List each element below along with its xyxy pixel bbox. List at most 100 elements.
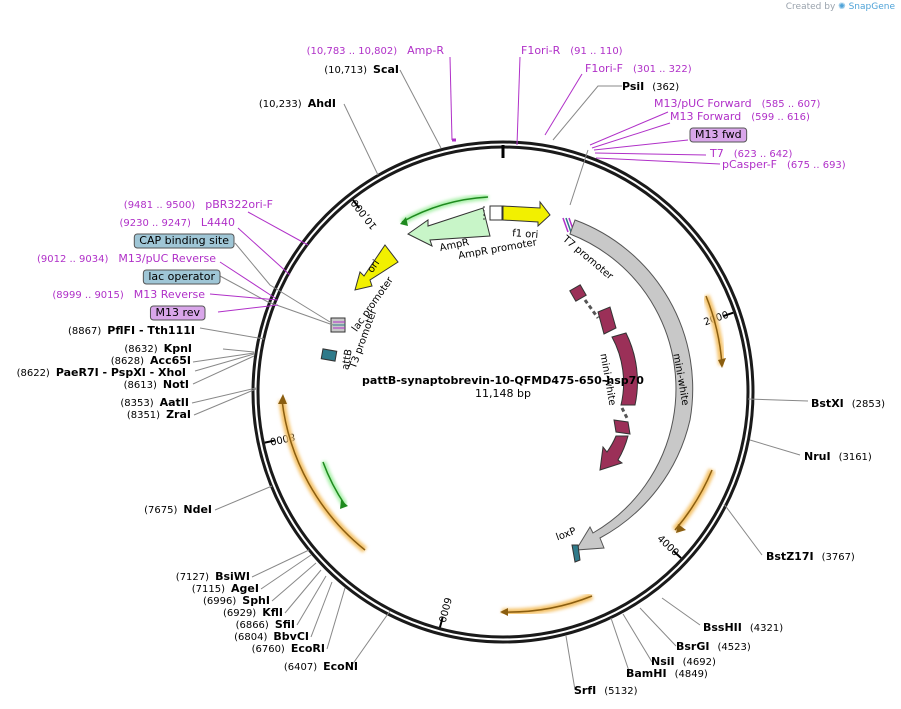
enzyme-left-13[interactable]: KflI(6929) bbox=[223, 606, 283, 619]
primer-left-4[interactable]: M13 Reverse(8999 .. 9015) bbox=[52, 288, 205, 301]
enzyme-position: (8351) bbox=[127, 410, 160, 421]
boxed-feature-0[interactable]: CAP binding site bbox=[133, 233, 235, 249]
plasmid-length: 11,148 bp bbox=[475, 387, 531, 400]
enzyme-position: (7115) bbox=[192, 584, 225, 595]
enzyme-right-0[interactable]: PsiI(362) bbox=[622, 80, 679, 93]
enzyme-left-11[interactable]: AgeI(7115) bbox=[192, 582, 259, 595]
primer-name: L4440 bbox=[201, 216, 235, 229]
primer-left-3[interactable]: M13/pUC Reverse(9012 .. 9034) bbox=[37, 252, 216, 265]
ampr-feature[interactable] bbox=[407, 207, 491, 247]
primer-name: T7 bbox=[709, 147, 724, 160]
primer-left-2[interactable]: L4440 (9230 .. 9247) bbox=[119, 216, 235, 229]
primer-range: (599 .. 616) bbox=[751, 112, 810, 123]
loxp-feature[interactable] bbox=[571, 544, 581, 563]
primer-range: (10,783 .. 10,802) bbox=[307, 46, 398, 57]
enzyme-left-5[interactable]: PaeR7I - PspXI - XhoI(8622) bbox=[17, 366, 186, 379]
primer-right-2[interactable]: M13/pUC Forward(585 .. 607) bbox=[654, 97, 820, 110]
primer-right-5[interactable]: T7 (623 .. 642) bbox=[709, 147, 793, 160]
enzyme-left-14[interactable]: SfiI(6866) bbox=[236, 618, 295, 631]
primer-right-4[interactable]: M13 fwd bbox=[689, 127, 748, 143]
feature-box bbox=[133, 233, 235, 249]
primer-right-1[interactable]: F1ori-F(301 .. 322) bbox=[585, 62, 692, 75]
enzyme-right-8[interactable]: SrfI (5132) bbox=[574, 684, 638, 697]
enzyme-left-6[interactable]: NotI (8613) bbox=[124, 378, 189, 391]
enzyme-position: (8622) bbox=[17, 368, 50, 379]
primer-range: (9230 .. 9247) bbox=[119, 218, 191, 229]
enzyme-position: (8353) bbox=[120, 398, 153, 409]
enzyme-left-12[interactable]: SphI(6996) bbox=[203, 594, 270, 607]
enzyme-left-15[interactable]: BbvCI(6804) bbox=[234, 630, 309, 643]
enzyme-name: AatII bbox=[160, 396, 189, 409]
enzyme-name: KflI bbox=[262, 606, 283, 619]
enzyme-name: BstZ17I bbox=[766, 550, 814, 563]
enzyme-position: (362) bbox=[652, 82, 679, 93]
enzyme-right-4[interactable]: BssHII(4321) bbox=[703, 621, 783, 634]
attb-feature[interactable] bbox=[320, 348, 338, 362]
enzyme-name: SfiI bbox=[275, 618, 295, 631]
enzyme-position: (7127) bbox=[176, 572, 209, 583]
primer-box bbox=[149, 305, 206, 321]
primer-right-0[interactable]: F1ori-R(91 .. 110) bbox=[521, 44, 623, 57]
enzyme-name: BsiWI bbox=[215, 570, 250, 583]
enzyme-left-4[interactable]: Acc65I(8628) bbox=[111, 354, 191, 367]
enzyme-right-7[interactable]: BamHI(4849) bbox=[626, 667, 708, 680]
ampr-promoter-feature[interactable] bbox=[483, 205, 503, 221]
boxed-feature-1[interactable]: lac operator bbox=[142, 269, 221, 285]
primer-lines bbox=[209, 56, 721, 313]
mini-white-inner-feature[interactable] bbox=[569, 284, 638, 471]
enzyme-name: AhdI bbox=[308, 97, 336, 110]
enzyme-right-5[interactable]: BsrGI(4523) bbox=[676, 640, 751, 653]
primer-name: M13 rev bbox=[155, 306, 200, 319]
tick-label-2: 6000 bbox=[436, 596, 453, 623]
enzyme-right-6[interactable]: NsiI(4692) bbox=[651, 655, 716, 668]
enzyme-left-8[interactable]: ZraI (8351) bbox=[127, 408, 191, 421]
primer-right-6[interactable]: pCasper-F(675 .. 693) bbox=[722, 158, 846, 171]
enzyme-name: NotI bbox=[163, 378, 189, 391]
feature-label-6: attB bbox=[340, 348, 354, 371]
enzyme-position: (3161) bbox=[839, 452, 872, 463]
enzyme-right-2[interactable]: NruI(3161) bbox=[804, 450, 872, 463]
enzyme-position: (5132) bbox=[604, 686, 637, 697]
enzyme-name: KpnI bbox=[164, 342, 192, 355]
enzyme-position: (6407) bbox=[284, 662, 317, 673]
enzyme-position: (8613) bbox=[124, 380, 157, 391]
enzyme-left-3[interactable]: KpnI(8632) bbox=[124, 342, 192, 355]
enzyme-left-9[interactable]: NdeI(7675) bbox=[144, 503, 212, 516]
f1-ori-feature[interactable] bbox=[502, 200, 551, 228]
enzyme-name: SrfI bbox=[574, 684, 596, 697]
enzyme-name: EcoNI bbox=[323, 660, 358, 673]
enzyme-position: (7675) bbox=[144, 505, 177, 516]
primer-name: M13 Reverse bbox=[134, 288, 205, 301]
credit-brand: SnapGene bbox=[848, 2, 895, 12]
credit-prefix: Created by bbox=[785, 2, 836, 12]
snapgene-logo-icon: ✺ bbox=[838, 2, 846, 12]
enzyme-position: (8867) bbox=[68, 326, 101, 337]
enzyme-left-17[interactable]: EcoNI (6407) bbox=[284, 660, 358, 673]
primer-name: F1ori-R bbox=[521, 44, 561, 57]
enzyme-left-0[interactable]: ScaI(10,713) bbox=[324, 63, 399, 76]
primer-left-0[interactable]: Amp-R (10,783 .. 10,802) bbox=[307, 44, 445, 57]
feature-name: CAP binding site bbox=[139, 234, 229, 247]
ori-feature[interactable] bbox=[354, 244, 399, 291]
enzyme-name: ZraI bbox=[166, 408, 191, 421]
enzyme-left-1[interactable]: AhdI(10,233) bbox=[259, 97, 336, 110]
leader-lines-left bbox=[191, 69, 442, 666]
enzyme-name: PflFI - Tth111I bbox=[107, 324, 195, 337]
primer-right-3[interactable]: M13 Forward(599 .. 616) bbox=[670, 110, 810, 123]
enzyme-left-2[interactable]: PflFI - Tth111I (8867) bbox=[68, 324, 195, 337]
enzyme-right-1[interactable]: BstXI(2853) bbox=[811, 397, 885, 410]
enzyme-right-3[interactable]: BstZ17I (3767) bbox=[766, 550, 855, 563]
enzyme-left-7[interactable]: AatII (8353) bbox=[120, 396, 189, 409]
primer-range: (9012 .. 9034) bbox=[37, 254, 109, 265]
primer-name: Amp-R bbox=[407, 44, 444, 57]
primer-range: (623 .. 642) bbox=[734, 149, 793, 160]
primer-left-5[interactable]: M13 rev bbox=[149, 305, 206, 321]
enzyme-left-16[interactable]: EcoRI(6760) bbox=[252, 642, 325, 655]
enzyme-position: (8628) bbox=[111, 356, 144, 367]
primer-name: M13 fwd bbox=[695, 128, 742, 141]
primer-left-1[interactable]: pBR322ori-F(9481 .. 9500) bbox=[124, 198, 273, 211]
primer-range: (675 .. 693) bbox=[787, 160, 846, 171]
enzyme-position: (3767) bbox=[822, 552, 855, 563]
enzyme-left-10[interactable]: BsiWI (7127) bbox=[176, 570, 250, 583]
